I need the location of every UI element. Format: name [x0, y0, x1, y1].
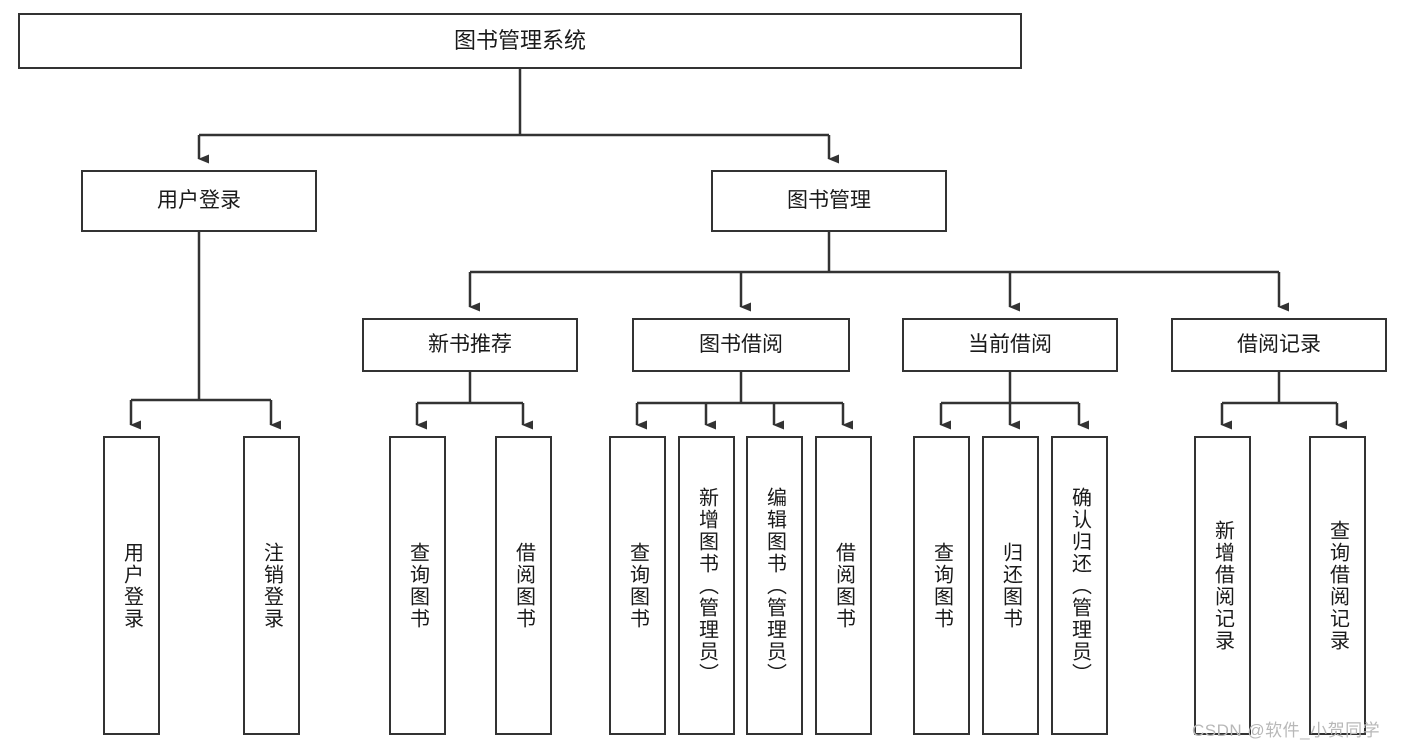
- leaf-confirm-return-admin[interactable]: 确认归还（管理员）: [1051, 436, 1108, 735]
- leaf-add-borrow-record[interactable]: 新增借阅记录: [1194, 436, 1251, 735]
- node-label: 图书管理: [787, 188, 871, 212]
- leaf-logout[interactable]: 注销登录: [243, 436, 300, 735]
- leaf-query-book-recommend[interactable]: 查询图书: [389, 436, 446, 735]
- node-label: 查询图书: [406, 541, 429, 630]
- node-label: 查询图书: [626, 541, 649, 630]
- node-root-system[interactable]: 图书管理系统: [18, 13, 1022, 69]
- node-label: 新书推荐: [428, 332, 512, 356]
- leaf-query-book-borrow[interactable]: 查询图书: [609, 436, 666, 735]
- node-label: 编辑图书（管理员）: [763, 486, 786, 685]
- leaf-add-book-admin[interactable]: 新增图书（管理员）: [678, 436, 735, 735]
- node-label: 当前借阅: [968, 332, 1052, 356]
- node-label: 借阅图书: [512, 541, 535, 630]
- node-label: 用户登录: [157, 188, 241, 212]
- leaf-edit-book-admin[interactable]: 编辑图书（管理员）: [746, 436, 803, 735]
- node-book-borrow[interactable]: 图书借阅: [632, 318, 850, 372]
- node-label: 新增图书（管理员）: [695, 486, 718, 685]
- node-label: 图书借阅: [699, 332, 783, 356]
- node-label: 注销登录: [260, 541, 283, 630]
- node-label: 查询借阅记录: [1326, 519, 1349, 652]
- node-current-borrow[interactable]: 当前借阅: [902, 318, 1118, 372]
- watermark-text: CSDN @软件_小贺同学: [1192, 721, 1381, 740]
- node-label: 新增借阅记录: [1211, 519, 1234, 652]
- leaf-borrow-book-recommend[interactable]: 借阅图书: [495, 436, 552, 735]
- node-label: 确认归还（管理员）: [1068, 486, 1091, 685]
- node-book-management[interactable]: 图书管理: [711, 170, 947, 232]
- node-label: 借阅记录: [1237, 332, 1321, 356]
- node-borrow-record[interactable]: 借阅记录: [1171, 318, 1387, 372]
- node-label: 借阅图书: [832, 541, 855, 630]
- node-label: 归还图书: [999, 541, 1022, 630]
- leaf-query-borrow-record[interactable]: 查询借阅记录: [1309, 436, 1366, 735]
- node-user-login[interactable]: 用户登录: [81, 170, 317, 232]
- node-label: 查询图书: [930, 541, 953, 630]
- node-label: 图书管理系统: [453, 28, 586, 54]
- node-new-book-recommend[interactable]: 新书推荐: [362, 318, 578, 372]
- leaf-borrow-book[interactable]: 借阅图书: [815, 436, 872, 735]
- leaf-user-login[interactable]: 用户登录: [103, 436, 160, 735]
- node-label: 用户登录: [120, 541, 143, 630]
- leaf-return-book[interactable]: 归还图书: [982, 436, 1039, 735]
- leaf-query-book-current[interactable]: 查询图书: [913, 436, 970, 735]
